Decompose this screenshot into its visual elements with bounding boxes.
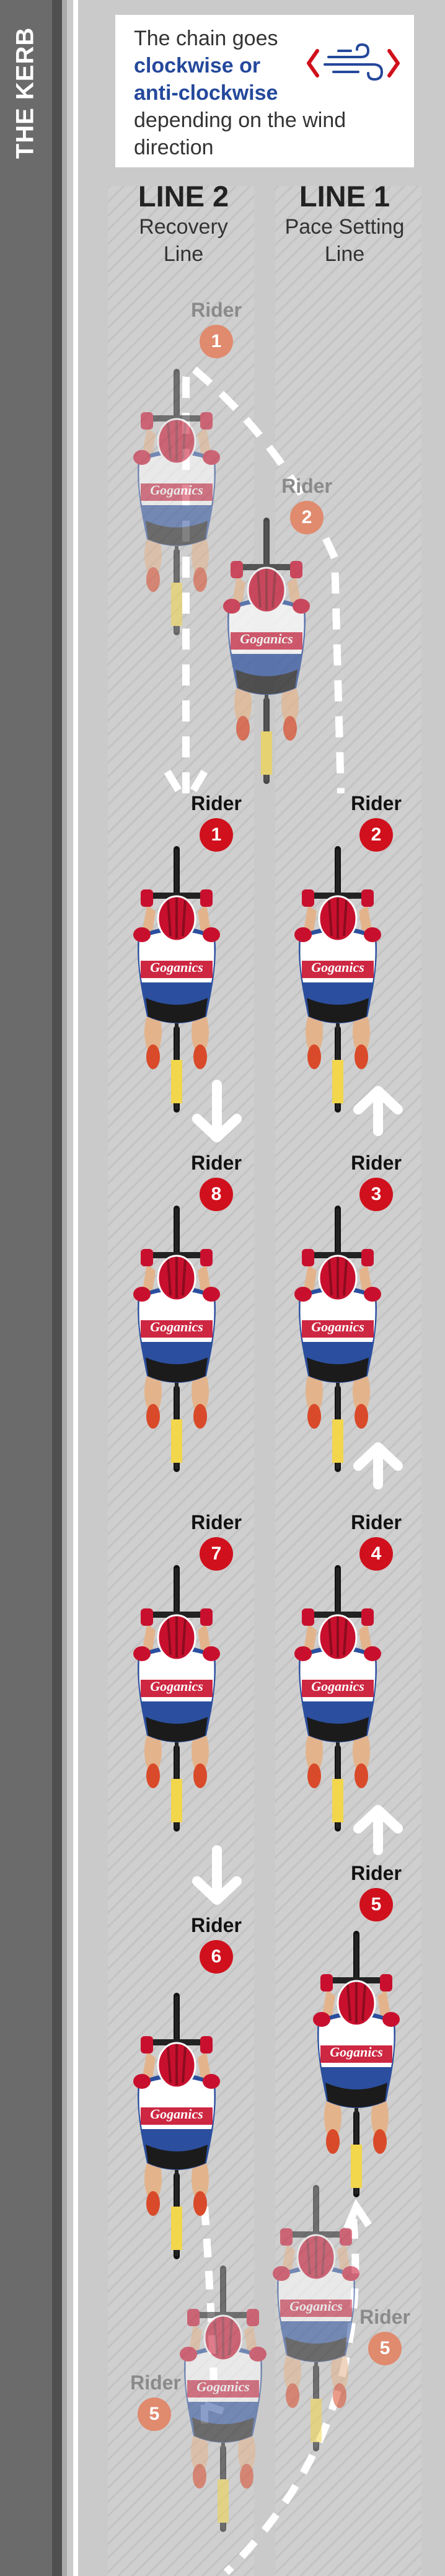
rider-label: Rider	[351, 1511, 402, 1533]
rider-label: Rider	[130, 2371, 181, 2394]
lane-subtitle: Line	[163, 242, 204, 266]
rider-number-badge: 5	[138, 2397, 171, 2431]
info-line-1: The chain goes	[134, 27, 278, 50]
info-box: The chain goes clockwise or anti-clockwi…	[115, 15, 414, 167]
rider-number-badge: 2	[359, 818, 393, 852]
lane-title: LINE 2	[138, 180, 229, 213]
lane-header-line-1: LINE 1 Pace Setting Line	[276, 180, 413, 268]
rider-number-badge: 1	[200, 818, 233, 852]
rider-label: Rider	[359, 2306, 410, 2328]
info-line-4: depending on the wind	[134, 108, 346, 132]
info-line-2: clockwise or	[134, 54, 261, 77]
chevron-left-icon	[307, 49, 319, 77]
lane-header-line-2: LINE 2 Recovery Line	[115, 180, 252, 268]
rider-number-badge: 8	[200, 1178, 233, 1211]
rider-label: Rider	[351, 792, 402, 814]
rider-label: Rider	[191, 792, 242, 814]
rider-label: Rider	[351, 1862, 402, 1884]
rider-number-badge: 3	[359, 1178, 393, 1211]
lane-title: LINE 1	[299, 180, 390, 213]
info-line-3: anti-clockwise	[134, 81, 278, 105]
rider-number-badge: 2	[290, 501, 324, 534]
lane-subtitle: Pace Setting	[284, 215, 405, 239]
lane-marking	[73, 0, 78, 2576]
movement-arrows	[192, 1080, 403, 1905]
rider-number-badge: 1	[200, 325, 233, 358]
rider-label: Rider	[191, 1914, 242, 1936]
kerb	[0, 0, 52, 2576]
rider-number-badge: 4	[359, 1537, 393, 1571]
rider-label: Rider	[191, 299, 242, 321]
info-line-5: direction	[134, 136, 214, 159]
kerb-label: THE KERB	[0, 0, 51, 192]
rider-number-badge: 5	[359, 1888, 393, 1921]
lane-subtitle: Line	[324, 242, 365, 266]
lane-subtitle: Recovery	[139, 215, 228, 239]
rider-label: Rider	[281, 475, 332, 497]
rider-number-badge: 7	[200, 1537, 233, 1571]
rider-number-badge: 6	[200, 1940, 233, 1974]
rider-label: Rider	[191, 1511, 242, 1533]
chevron-right-icon	[387, 49, 400, 77]
rider-label: Rider	[191, 1152, 242, 1174]
rider-number-badge: 5	[368, 2332, 402, 2365]
kerb-label-text: THE KERB	[11, 27, 39, 159]
rider-label: Rider	[351, 1152, 402, 1174]
wind-icon	[307, 43, 400, 81]
